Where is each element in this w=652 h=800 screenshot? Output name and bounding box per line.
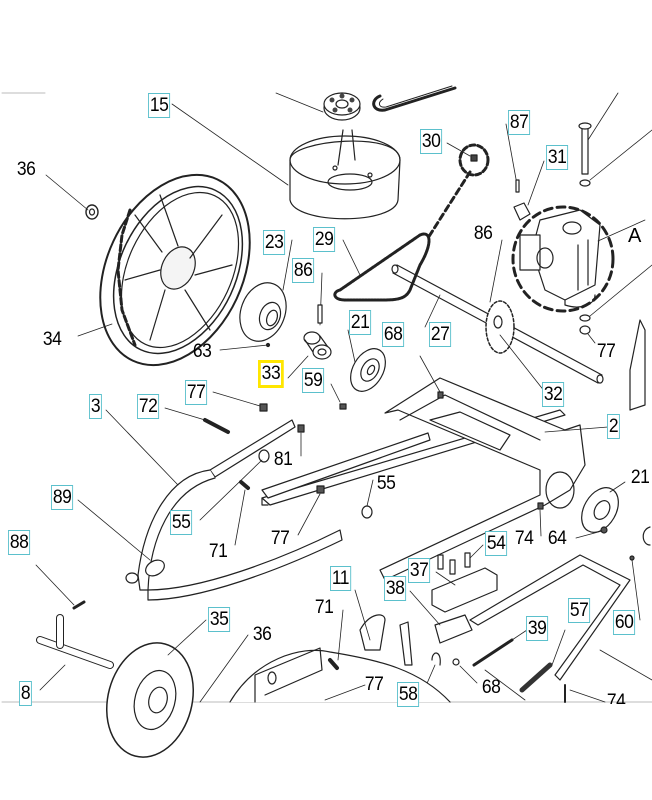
callout-77-arm[interactable]: 77 [270,528,290,549]
washer-part [85,204,99,220]
mower-deck-part [229,649,451,703]
callout-68-lower[interactable]: 68 [481,677,501,698]
callout-86-gearbox[interactable]: 86 [473,223,493,244]
housing-cup-part [289,129,401,220]
callout-23[interactable]: 23 [263,230,286,255]
callout-81[interactable]: 81 [273,449,293,470]
callout-55-frame[interactable]: 55 [376,473,396,494]
callout-2[interactable]: 2 [607,414,620,439]
callout-36[interactable]: 36 [16,159,36,180]
callout-36-deck[interactable]: 36 [252,624,272,645]
chain-link-detail [458,143,490,177]
callout-30[interactable]: 30 [420,129,443,154]
callout-71-handle[interactable]: 71 [208,541,228,562]
callout-39[interactable]: 39 [526,616,549,641]
lower-bracket-part [434,614,473,644]
callout-74-lower[interactable]: 74 [606,691,626,704]
callout-32[interactable]: 32 [542,382,565,407]
callout-59[interactable]: 59 [302,368,325,393]
pivot-axle-part [36,614,114,669]
rear-wheel-part [99,173,251,367]
callout-31[interactable]: 31 [546,145,569,170]
callout-21[interactable]: 21 [349,310,372,335]
callout-37[interactable]: 37 [408,558,431,583]
callout-55-handle[interactable]: 55 [170,510,193,535]
mounting-plate-part [431,567,498,613]
callout-21-right[interactable]: 21 [630,467,650,488]
callout-68[interactable]: 68 [382,322,405,347]
sprocket-part [485,300,515,354]
callout-34[interactable]: 34 [42,329,62,350]
callout-64[interactable]: 64 [547,528,567,549]
callout-71-deck[interactable]: 71 [314,597,334,618]
callout-77-gearbox[interactable]: 77 [596,341,616,362]
gear-hub-part [239,282,287,342]
callout-74[interactable]: 74 [514,528,534,549]
latch-part [399,621,413,666]
front-wheel-part [105,642,195,758]
callout-86-pin[interactable]: 86 [292,258,315,283]
bushing-part [303,331,332,360]
callout-77-handle[interactable]: 77 [185,380,208,405]
callout-8[interactable]: 8 [19,681,32,706]
right-bearing-part [581,487,619,533]
callout-77-deck[interactable]: 77 [364,674,384,695]
height-adjust-arm-part [209,419,431,499]
callout-58[interactable]: 58 [397,682,420,707]
callout-60[interactable]: 60 [613,610,636,635]
callout-87[interactable]: 87 [508,110,531,135]
callout-72[interactable]: 72 [137,394,160,419]
callout-89[interactable]: 89 [51,485,74,510]
gearbox-part [511,205,615,313]
lever-arm-part [469,554,631,681]
callout-38[interactable]: 38 [384,576,407,601]
callout-27[interactable]: 27 [429,322,452,347]
callout-54[interactable]: 54 [485,531,508,556]
pulley-part [323,92,361,121]
callout-35[interactable]: 35 [208,607,231,632]
gearbox-bolt-part [578,122,592,175]
callout-57[interactable]: 57 [568,598,591,623]
spring-part [519,662,553,693]
side-bracket-part [629,319,646,411]
chassis-frame-part [261,377,586,581]
bearing-flange-part [350,348,386,392]
callout-33-selected[interactable]: 33 [258,360,284,388]
handle-frame-part [125,469,343,601]
callout-29[interactable]: 29 [313,227,336,252]
callout-11[interactable]: 11 [330,566,351,591]
drive-chain [333,232,431,302]
callout-15[interactable]: 15 [148,93,171,118]
callout-3[interactable]: 3 [89,394,102,419]
callout-88[interactable]: 88 [8,530,31,555]
callout-63[interactable]: 63 [192,341,212,362]
drive-belt [372,86,457,112]
section-label-a: A [628,225,642,247]
